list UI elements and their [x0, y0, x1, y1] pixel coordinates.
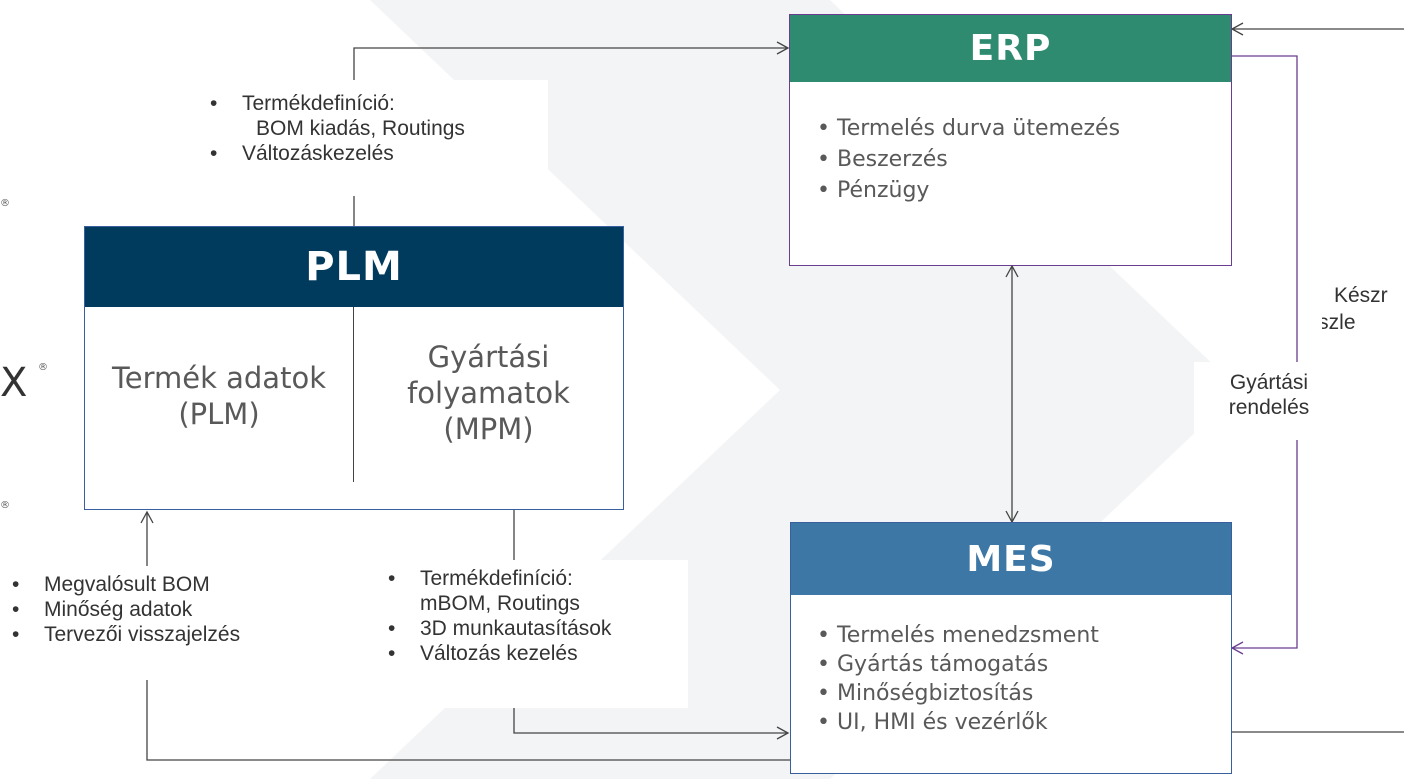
erp-items: Termelés durva ütemezés Beszerzés Pénzüg… [817, 113, 1120, 206]
note-plm-mes-item-2: 3D munkautasítások [388, 616, 688, 641]
right-cut-line1: Készr [1334, 284, 1388, 307]
plm-mpm-line1: Gyártási [427, 340, 550, 374]
erp-item: Pénzügy [817, 175, 1120, 206]
plm-divider [353, 307, 354, 482]
plm-product-data-line1: Termék adatok [111, 361, 326, 395]
note-plm-mes-item-3: Változás kezelés [388, 641, 688, 666]
plm-box: PLM Termék adatok (PLM) Gyártási folyama… [84, 226, 624, 510]
note-plm-erp-item-1: Termékdefiníció: [210, 91, 548, 116]
right-cut-line2: készle [1322, 311, 1356, 334]
note-plm-to-mes: Termékdefiníció: mBOM, Routings 3D munka… [388, 560, 688, 708]
note-plm-to-erp: Termékdefiníció: BOM kiadás, Routings Vá… [196, 80, 548, 196]
plm-manufacturing-process: Gyártási folyamatok (MPM) [354, 339, 623, 447]
note-mes-plm-item: Megvalósult BOM [12, 572, 322, 597]
erp-header: ERP [790, 15, 1231, 82]
connector-erp-to-mes-order [1230, 55, 1298, 655]
note-mes-to-plm: Megvalósult BOM Minőség adatok Tervezői … [0, 566, 322, 680]
note-right-cut: Készr készle [1322, 282, 1404, 336]
plm-title: PLM [305, 244, 403, 290]
mes-item: Gyártás támogatás [817, 650, 1099, 679]
plm-product-data-line2: (PLM) [178, 397, 260, 431]
note-plm-erp-continuation: BOM kiadás, Routings [256, 117, 465, 140]
left-fragment-reg-mark-2: ® [38, 362, 48, 373]
mes-header: MES [791, 523, 1231, 595]
plm-mpm-line2: folyamatok [407, 376, 570, 410]
note-plm-erp-item-2: Változáskezelés [210, 141, 548, 166]
mes-box: MES Termelés menedzsment Gyártás támogat… [790, 522, 1232, 774]
note-production-order: Gyártási rendelés [1194, 362, 1344, 440]
note-plm-mes-item-1: Termékdefiníció: [388, 566, 688, 591]
left-fragment-reg-mark-3: ® [0, 500, 10, 511]
note-plm-mes-continuation: mBOM, Routings [420, 592, 580, 615]
erp-item: Beszerzés [817, 144, 1120, 175]
plm-product-data: Termék adatok (PLM) [85, 360, 353, 432]
mes-item: UI, HMI és vezérlők [817, 708, 1099, 737]
mes-title: MES [966, 538, 1056, 580]
note-mes-plm-item: Minőség adatok [12, 597, 322, 622]
plm-mpm-line3: (MPM) [443, 412, 534, 446]
plm-header: PLM [85, 227, 623, 307]
mes-item: Termelés menedzsment [817, 621, 1099, 650]
note-mes-plm-item: Tervezői visszajelzés [12, 622, 322, 647]
mes-items: Termelés menedzsment Gyártás támogatás M… [817, 621, 1099, 737]
production-order-line2: rendelés [1228, 396, 1310, 419]
erp-item: Termelés durva ütemezés [817, 113, 1120, 144]
mes-item: Minőségbiztosítás [817, 679, 1099, 708]
production-order-line1: Gyártási [1229, 371, 1309, 394]
left-fragment-reg-mark-1: ® [0, 198, 10, 209]
erp-title: ERP [969, 28, 1052, 69]
erp-box: ERP Termelés durva ütemezés Beszerzés Pé… [789, 14, 1232, 266]
left-fragment-logo-letter: X [0, 360, 28, 406]
